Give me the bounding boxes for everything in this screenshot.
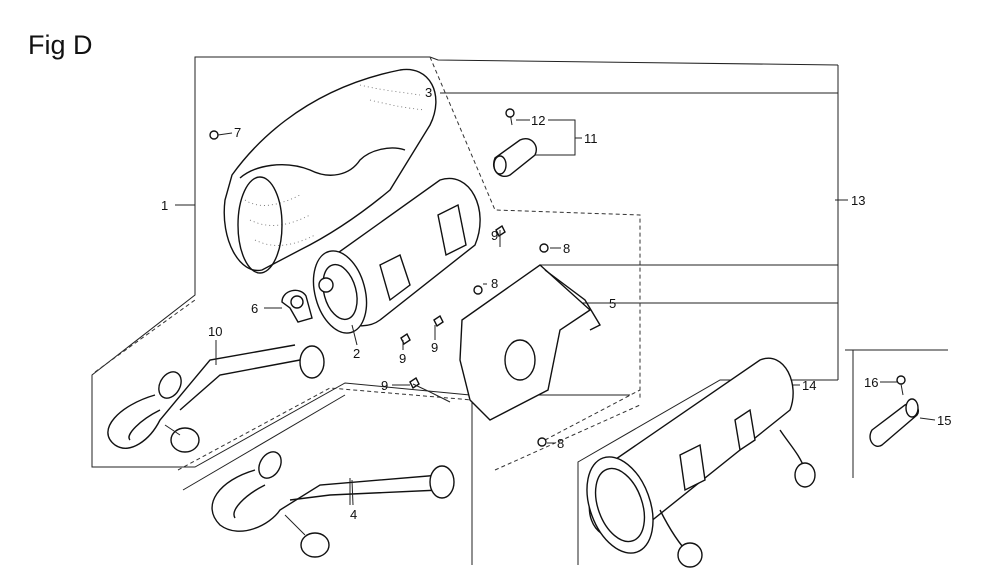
callout-7: 7	[234, 125, 241, 140]
bracket-plate	[459, 264, 601, 421]
callout-labels: 1 2 3 4 5 6 7 8 8 8 9 9 9 9 10 11 12 13 …	[161, 85, 951, 522]
callout-6: 6	[251, 301, 258, 316]
group-bracket-lines	[91, 56, 948, 565]
callout-14: 14	[802, 378, 816, 393]
callout-8-middle: 8	[491, 276, 498, 291]
callout-11: 11	[584, 131, 598, 146]
callout-10: 10	[208, 324, 222, 339]
figure-title: Fig D	[28, 30, 93, 60]
muffler-body	[312, 177, 481, 334]
muffler-assembly	[586, 357, 816, 568]
callout-9-bottom: 9	[381, 378, 388, 393]
callout-2: 2	[353, 346, 360, 361]
callout-8-bottom: 8	[557, 436, 564, 451]
spark-arrester-assembly	[869, 375, 919, 447]
callout-13: 13	[851, 193, 865, 208]
leader-lines	[215, 119, 936, 506]
callout-9-top: 9	[491, 228, 498, 243]
callout-4: 4	[350, 507, 357, 522]
spark-arrester	[493, 108, 537, 177]
clamp	[281, 289, 313, 323]
callout-3: 3	[425, 85, 432, 100]
heat-shield	[223, 68, 437, 274]
exhaust-pipe-lower	[211, 451, 455, 558]
callout-5: 5	[609, 296, 616, 311]
callout-8-top: 8	[563, 241, 570, 256]
callout-1: 1	[161, 198, 168, 213]
callout-16: 16	[864, 375, 878, 390]
callout-12: 12	[531, 113, 545, 128]
callout-9-right: 9	[431, 340, 438, 355]
exhaust-pipe-upper	[107, 344, 325, 453]
callout-15: 15	[937, 413, 951, 428]
callout-9-left: 9	[399, 351, 406, 366]
